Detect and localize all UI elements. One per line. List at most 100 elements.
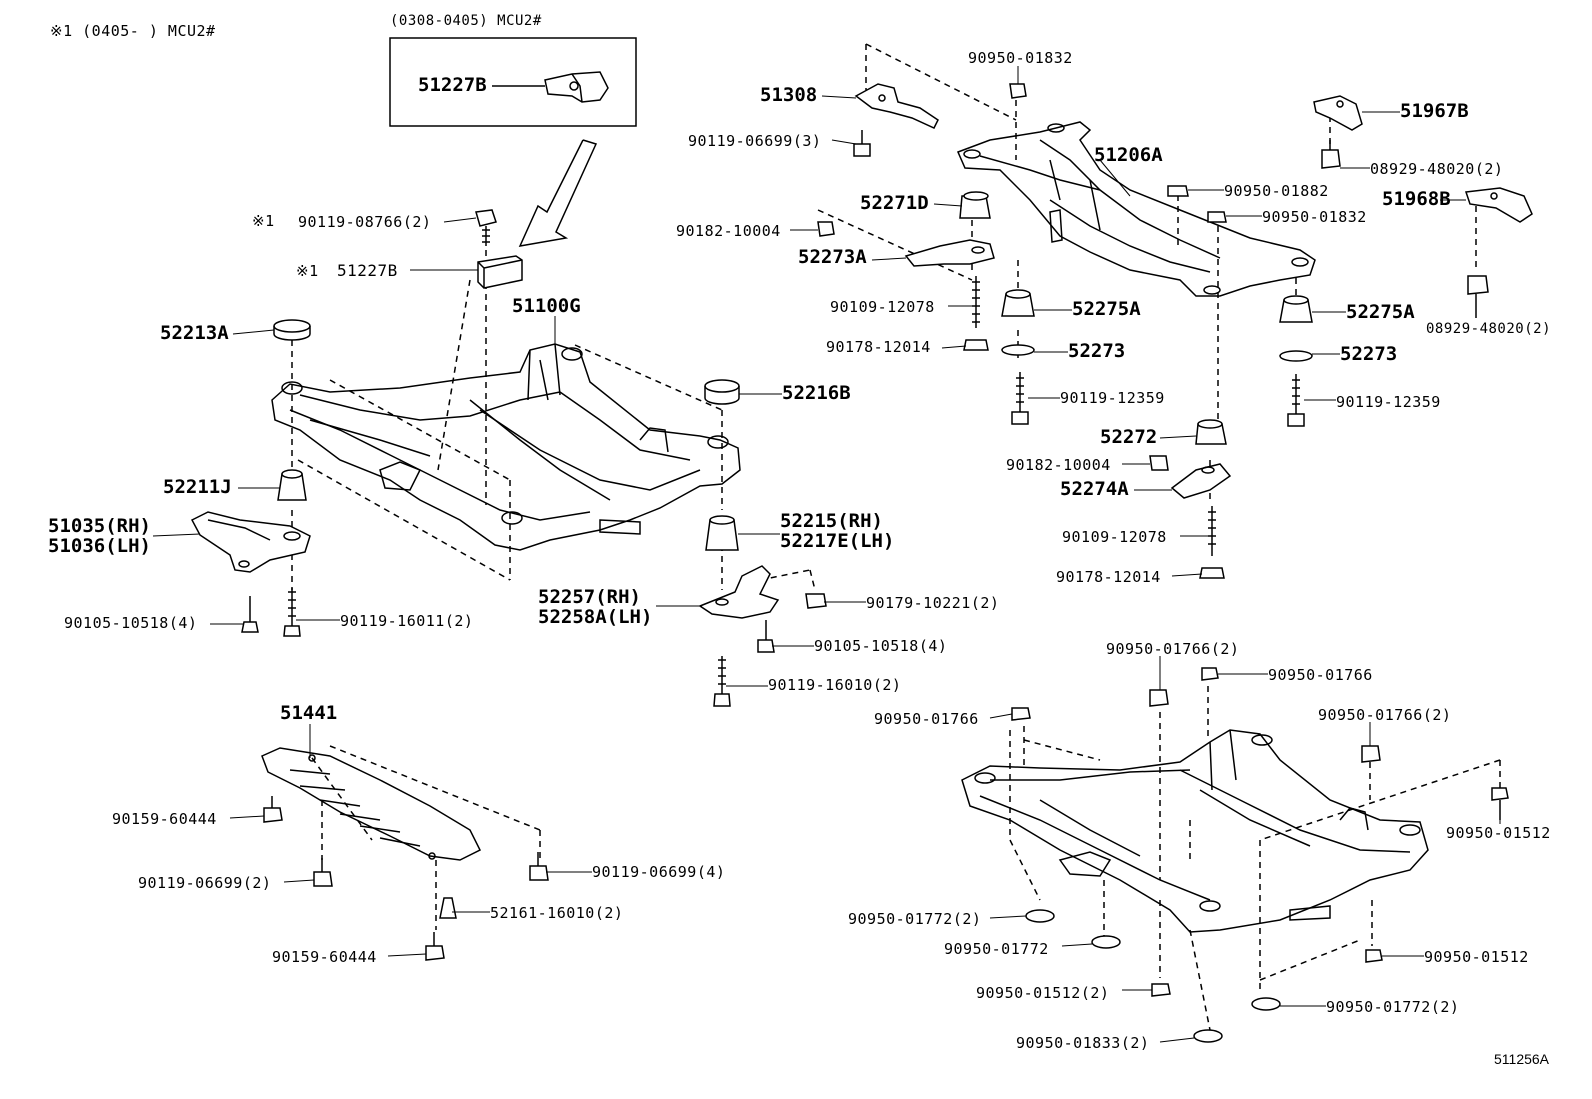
label-51441: 51441 [280, 702, 338, 724]
leader-lines [152, 66, 1501, 1043]
nut-90178-12014-b [1199, 567, 1225, 579]
nut-90950-01766-b [1201, 667, 1219, 681]
bracket-52274a [1170, 463, 1232, 499]
bolt-90119-12359-a [1011, 372, 1029, 425]
nut-90950-01512-a [1491, 787, 1509, 820]
nut-90182-10004-b [1149, 455, 1169, 471]
label-90950-01772: 90950-01772 [944, 940, 1049, 958]
crossmember-51100g [271, 343, 741, 551]
label-52274a: 52274A [1060, 478, 1129, 500]
label-52273-a: 52273 [1068, 340, 1126, 362]
label-90119-06699-3: 90119-06699(3) [688, 132, 822, 150]
label-90950-01832-a: 90950-01832 [968, 49, 1073, 67]
bracket-52257 [698, 565, 780, 619]
label-90109-12078-b: 90109-12078 [1062, 528, 1167, 546]
label-08929-48020-b: 08929-48020(2) [1426, 321, 1552, 337]
label-90119-16011: 90119-16011(2) [340, 612, 474, 630]
assembly-lines-front [291, 250, 816, 591]
bolt-90119-06699-4 [529, 852, 549, 881]
label-52217e: 52217E(LH) [780, 530, 895, 552]
label-52271d: 52271D [860, 192, 929, 214]
bracket-52273a [904, 239, 995, 267]
bracket-51227b [477, 255, 523, 289]
label-90119-08766: 90119-08766(2) [298, 213, 432, 231]
label-90119-06699-4: 90119-06699(4) [592, 863, 726, 881]
label-90105-10518-b: 90105-10518(4) [814, 637, 948, 655]
label-90950-01882: 90950-01882 [1224, 182, 1329, 200]
clip-52161-16010 [439, 897, 457, 919]
washer-52273-a [1001, 344, 1035, 356]
inset-frame [389, 37, 637, 127]
label-51035: 51035(RH) [48, 515, 151, 537]
note-star-1a: ※1 [252, 212, 275, 230]
label-90950-01766-a: 90950-01766 [1268, 666, 1373, 684]
label-52273-b: 52273 [1340, 343, 1398, 365]
label-52213a: 52213A [160, 322, 229, 344]
label-52275a-b: 52275A [1346, 301, 1415, 323]
label-90159-60444-b: 90159-60444 [272, 948, 377, 966]
washer-90950-01772-2a [1025, 909, 1055, 923]
inset-pointer-arrow [518, 139, 598, 247]
note-star-1b: ※1 [296, 262, 319, 280]
label-90119-16010: 90119-16010(2) [768, 676, 902, 694]
label-90119-06699-2: 90119-06699(2) [138, 874, 272, 892]
label-90178-12014-b: 90178-12014 [1056, 568, 1161, 586]
bushing-52215 [705, 515, 739, 551]
label-90950-01766-b: 90950-01766 [874, 710, 979, 728]
bracket-51308 [854, 83, 939, 129]
bracket-51227b-inset-part [544, 71, 609, 103]
assembly-lines-lower-right [1009, 686, 1501, 1031]
nut-90950-01882 [1167, 185, 1189, 197]
label-52161-16010: 52161-16010(2) [490, 904, 624, 922]
washer-90950-01833-2 [1193, 1029, 1223, 1043]
bracket-51035 [190, 511, 311, 573]
label-52257: 52257(RH) [538, 586, 641, 608]
bolt-90119-06699-2 [313, 858, 333, 887]
nut-90950-01766-2b [1361, 745, 1381, 763]
label-51206a: 51206A [1094, 144, 1163, 166]
cover-51441 [261, 747, 482, 861]
bolt-90105-10518-a [241, 596, 259, 633]
label-90950-01512-2: 90950-01512(2) [976, 984, 1110, 1002]
label-08929-48020-a: 08929-48020(2) [1370, 160, 1504, 178]
label-52211j: 52211J [163, 476, 232, 498]
bolt-08929-48020-b [1467, 275, 1489, 318]
bushing-52211j [277, 469, 307, 501]
label-51100g: 51100G [512, 295, 581, 317]
bolt-90119-12359-b [1287, 374, 1305, 427]
nut-90950-01766-a [1011, 707, 1031, 721]
nut-90950-01832-a [1009, 83, 1027, 99]
label-51227b-inset: 51227B [418, 74, 487, 96]
label-90119-12359-b: 90119-12359 [1336, 393, 1441, 411]
bolt-08929-48020-a [1321, 140, 1341, 169]
bolt-90159-60444-a [263, 796, 283, 823]
label-90950-01512-a: 90950-01512 [1446, 824, 1551, 842]
figure-id: 511256A [1494, 1051, 1550, 1067]
assembly-lines-cover [311, 745, 541, 930]
nut-90179-10221 [805, 593, 827, 609]
bolt-90109-12078-a [972, 276, 980, 328]
label-90182-10004-b: 90182-10004 [1006, 456, 1111, 474]
nut-90950-01832-b [1207, 211, 1227, 223]
bushing-52275a-b [1279, 295, 1313, 323]
label-51036: 51036(LH) [48, 535, 151, 557]
label-90119-12359-a: 90119-12359 [1060, 389, 1165, 407]
bushing-52275a-a [1001, 289, 1035, 317]
bolt-90105-10518-b [757, 620, 775, 653]
bracket-51967b [1313, 95, 1363, 131]
crossmember-51206a [956, 121, 1316, 297]
washer-90950-01772 [1091, 935, 1121, 949]
inset-caption: (0308-0405) MCU2# [390, 13, 542, 29]
bolt-90119-08766 [475, 209, 497, 246]
label-90950-01772-2b: 90950-01772(2) [1326, 998, 1460, 1016]
bolt-90159-60444-b [425, 932, 445, 961]
label-90109-12078-a: 90109-12078 [830, 298, 935, 316]
label-90159-60444-a: 90159-60444 [112, 810, 217, 828]
label-90950-01512-b: 90950-01512 [1424, 948, 1529, 966]
label-90182-10004-a: 90182-10004 [676, 222, 781, 240]
label-90950-01833-2: 90950-01833(2) [1016, 1034, 1150, 1052]
note-applicability: ※1 (0405- ) MCU2# [50, 22, 216, 40]
label-90950-01766-2b: 90950-01766(2) [1318, 706, 1452, 724]
